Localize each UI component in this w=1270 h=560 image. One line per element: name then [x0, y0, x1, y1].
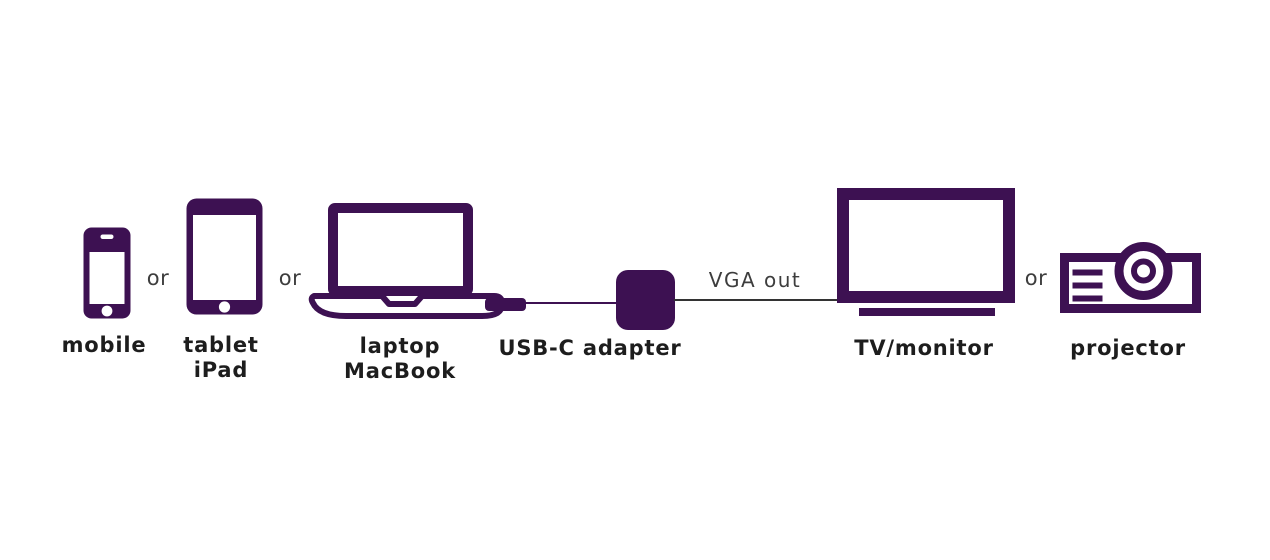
projector-icon: [1060, 242, 1201, 313]
label-projector: projector: [1070, 336, 1186, 360]
label-laptop-line2: MacBook: [344, 359, 456, 383]
or-separator-2: or: [278, 266, 302, 290]
label-tv-monitor: TV/monitor: [854, 336, 994, 360]
label-mobile: mobile: [61, 333, 147, 357]
label-tablet-line1: tablet: [183, 333, 259, 357]
vga-cable-line: [674, 299, 839, 301]
tv-stand-bar: [859, 308, 995, 316]
laptop-icon: [308, 203, 505, 319]
or-separator-1: or: [146, 266, 170, 290]
or-separator-3: or: [1024, 266, 1048, 290]
label-laptop-line1: laptop: [359, 334, 441, 358]
label-usb-c-adapter: USB-C adapter: [498, 336, 682, 360]
tv-monitor-icon: [837, 188, 1015, 303]
usb-cable-line: [524, 302, 620, 304]
vga-out-label: VGA out: [708, 268, 802, 292]
tablet-icon: [186, 198, 263, 315]
usb-c-plug-icon: [485, 298, 526, 311]
label-tablet: tablet iPad: [183, 333, 259, 383]
smartphone-icon: [83, 227, 131, 319]
usb-c-adapter-icon: [616, 270, 675, 330]
label-tablet-line2: iPad: [193, 358, 249, 382]
label-laptop: laptop MacBook: [344, 334, 456, 384]
